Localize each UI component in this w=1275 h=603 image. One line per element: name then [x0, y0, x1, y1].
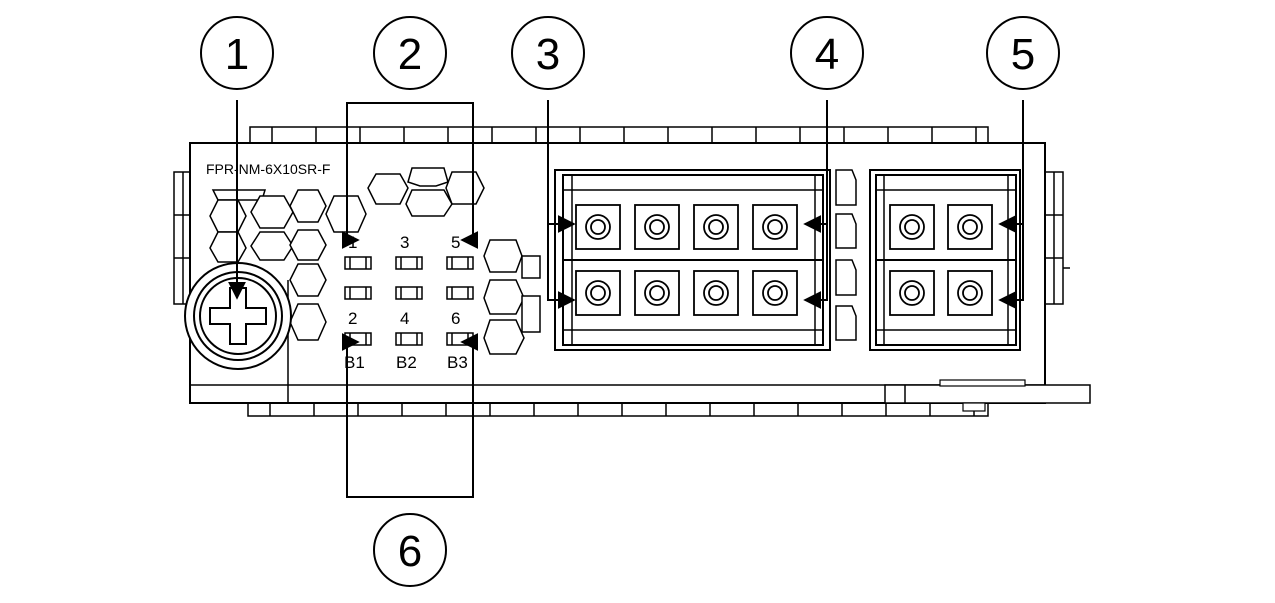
module-model-label: FPR-NM-6X10SR-F: [206, 161, 330, 177]
led-label-b3: B3: [447, 353, 468, 372]
led-label-3: 3: [400, 233, 409, 252]
led-label-b1: B1: [344, 353, 365, 372]
led-indicator: [344, 256, 372, 270]
right-side-latch: [1044, 171, 1070, 305]
captive-screw: [184, 262, 292, 370]
led-label-4: 4: [400, 309, 409, 328]
led-panel: 1 3 5 2 4 6 B1 B2 B3: [344, 233, 474, 372]
callout-3: 3: [511, 16, 585, 90]
led-label-b2: B2: [396, 353, 417, 372]
led-indicator: [446, 332, 474, 346]
led-indicator: [395, 286, 423, 300]
callout-3-number: 3: [536, 30, 560, 79]
led-label-5: 5: [451, 233, 460, 252]
sfp-port: [947, 204, 993, 250]
vent-honeycomb: [209, 167, 857, 355]
led-indicator: [446, 286, 474, 300]
callout-2-number: 2: [398, 30, 422, 79]
port-cage-right: [869, 169, 1021, 351]
callout-4: 4: [790, 16, 864, 90]
callout-5-number: 5: [1011, 30, 1035, 79]
callout-6: 6: [373, 513, 447, 587]
led-indicator: [344, 332, 372, 346]
callout-5: 5: [986, 16, 1060, 90]
sfp-port: [889, 204, 935, 250]
sfp-port: [575, 204, 621, 250]
sfp-port: [575, 270, 621, 316]
led-callout-bracket: [346, 102, 474, 498]
callout-1: 1: [200, 16, 274, 90]
sfp-port: [634, 204, 680, 250]
sfp-port: [693, 270, 739, 316]
led-label-6: 6: [451, 309, 460, 328]
sfp-ports-right: [889, 204, 993, 316]
led-label-1: 1: [348, 233, 357, 252]
led-indicator: [446, 256, 474, 270]
led-indicator: [344, 286, 372, 300]
callout-leaders: [228, 100, 1024, 351]
bottom-rail: [247, 401, 989, 417]
led-indicator: [395, 256, 423, 270]
sfp-ports-left: [575, 204, 798, 316]
callout-4-number: 4: [815, 30, 839, 79]
sfp-port: [889, 270, 935, 316]
port-cage-left: [554, 169, 831, 351]
led-indicator: [395, 332, 423, 346]
sfp-port: [947, 270, 993, 316]
callout-6-number: 6: [398, 527, 422, 576]
sfp-port: [752, 204, 798, 250]
callout-1-number: 1: [225, 30, 249, 79]
sfp-port: [752, 270, 798, 316]
sfp-port: [634, 270, 680, 316]
top-rail: [249, 126, 989, 146]
callout-2: 2: [373, 16, 447, 90]
sfp-port: [693, 204, 739, 250]
led-label-2: 2: [348, 309, 357, 328]
